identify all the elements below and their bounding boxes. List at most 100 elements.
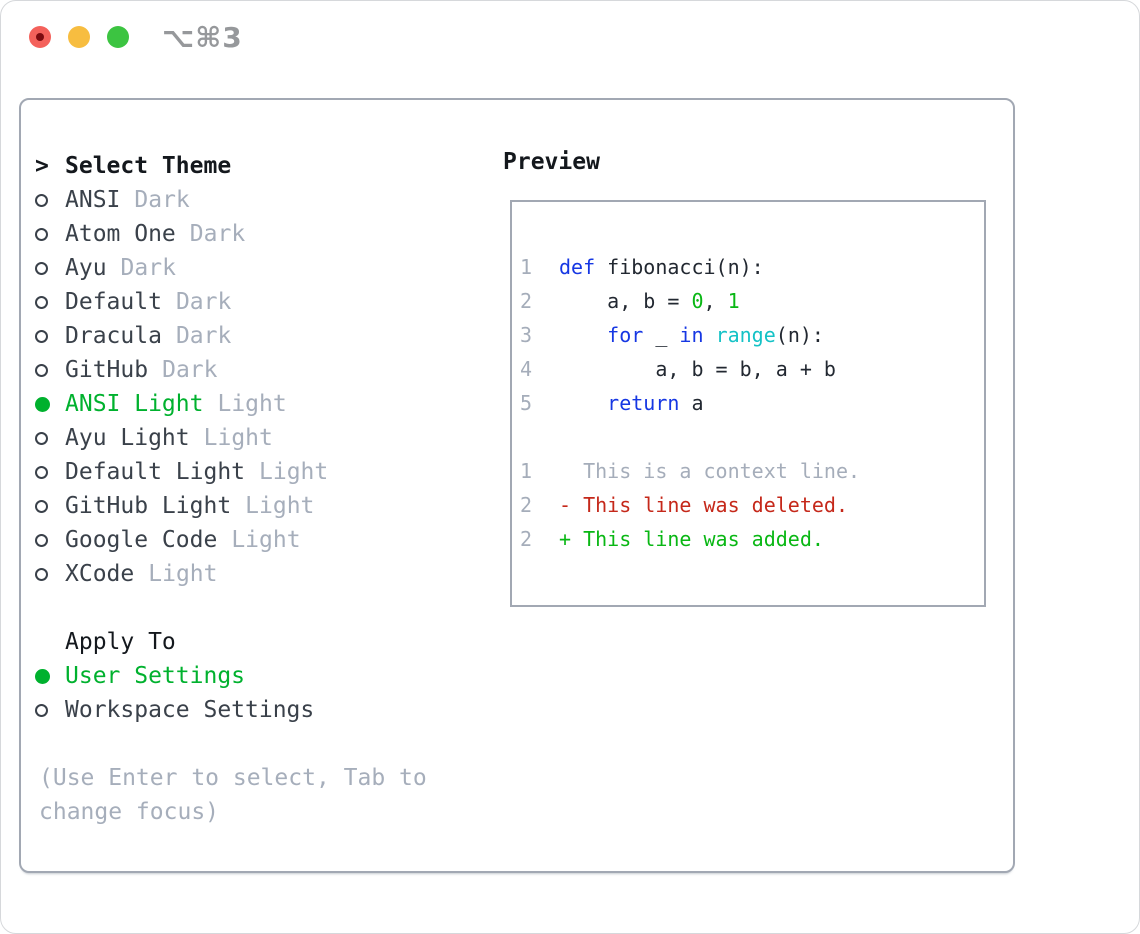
option-label: Dracula (65, 323, 162, 349)
code-segment: in (679, 323, 704, 347)
code-line: 4 a, b = b, a + b (512, 352, 984, 386)
theme-variant-badge: Light (148, 561, 218, 587)
code-segment: _ (643, 323, 680, 347)
code-segment (559, 323, 607, 347)
line-number: 2 (520, 527, 533, 551)
code-line: 2 a, b = 0, 1 (512, 284, 984, 318)
code-segment: for (607, 323, 644, 347)
radio-icon (35, 329, 48, 343)
line-number: 2 (520, 493, 533, 517)
option-label: User Settings (65, 663, 246, 689)
select-theme-header: > Select Theme (35, 149, 495, 183)
line-number: 1 (520, 459, 533, 483)
help-text-line: (Use Enter to select, Tab to (39, 765, 427, 791)
diff-line: 1 This is a context line. (512, 454, 984, 488)
radio-icon (35, 363, 48, 377)
code-segment: return (607, 391, 680, 415)
option-label: GitHub (65, 357, 149, 383)
spacer (35, 727, 495, 761)
line-number: 2 (520, 289, 533, 313)
code-segment: - This line was deleted. (559, 493, 848, 517)
keyboard-shortcut-label: ⌥⌘3 (162, 21, 243, 54)
code-line: 5 return a (512, 386, 984, 420)
apply-option-user-settings[interactable]: User Settings (35, 659, 495, 693)
theme-option-atom-one[interactable]: Atom One Dark (35, 217, 495, 251)
radio-icon (35, 261, 48, 275)
prompt-caret-icon: > (35, 153, 49, 179)
code-line: 1 def fibonacci(n): (512, 250, 984, 284)
option-label: Workspace Settings (65, 697, 315, 723)
theme-variant-badge: Dark (175, 323, 232, 349)
theme-variant-badge: Dark (162, 357, 218, 383)
theme-option-xcode[interactable]: XCode Light (35, 557, 495, 591)
radio-icon (35, 465, 48, 479)
apply-option-workspace-settings[interactable]: Workspace Settings (35, 693, 495, 727)
theme-variant-badge: Dark (189, 221, 246, 247)
radio-icon (35, 193, 48, 207)
code-segment: a (679, 391, 704, 415)
theme-variant-badge: Light (245, 493, 315, 519)
option-label: Default (65, 289, 162, 315)
radio-icon (35, 533, 48, 547)
option-label: Ayu (65, 255, 107, 281)
help-text-line: change focus) (39, 799, 220, 825)
theme-option-ansi-light[interactable]: ANSI Light Light (35, 387, 495, 421)
diff-line: 2+ This line was added. (512, 522, 984, 556)
theme-option-github[interactable]: GitHub Dark (35, 353, 495, 387)
theme-option-github-light[interactable]: GitHub Light Light (35, 489, 495, 523)
code-segment: a, b = (559, 289, 692, 313)
code-segment: (n): (775, 323, 824, 347)
code-segment (704, 323, 716, 347)
radio-icon (35, 431, 48, 445)
line-number: 4 (520, 357, 533, 381)
blank-line (512, 420, 984, 454)
code-segment: def (559, 255, 596, 279)
option-label: Google Code (65, 527, 218, 553)
apply-to-header: Apply To (35, 625, 495, 659)
code-segment: fibonacci(n): (595, 255, 764, 279)
help-text: (Use Enter to select, Tab to change focus… (35, 761, 495, 829)
radio-icon (35, 499, 48, 513)
line-number: 3 (520, 323, 533, 347)
option-label: Ayu Light (65, 425, 190, 451)
spacer (35, 591, 495, 625)
option-label: ANSI Light (65, 391, 204, 417)
radio-selected-icon (35, 396, 50, 412)
select-theme-title: Select Theme (65, 153, 232, 179)
preview-title: Preview (503, 149, 600, 175)
code-segment (559, 391, 607, 415)
traffic-lights (29, 26, 129, 48)
option-label: ANSI (65, 187, 121, 213)
theme-option-dracula[interactable]: Dracula Dark (35, 319, 495, 353)
code-line: 3 for _ in range(n): (512, 318, 984, 352)
option-label: GitHub Light (65, 493, 232, 519)
zoom-button[interactable] (107, 26, 129, 48)
minimize-button[interactable] (68, 26, 90, 48)
theme-variant-badge: Light (217, 391, 287, 417)
radio-icon (35, 567, 48, 581)
option-label: XCode (65, 561, 135, 587)
theme-variant-badge: Light (259, 459, 329, 485)
diff-line: 2 - This line was deleted. (512, 488, 984, 522)
radio-icon (35, 703, 48, 717)
radio-icon (35, 295, 48, 309)
close-button[interactable] (29, 26, 51, 48)
close-dot-icon (36, 33, 44, 41)
code-segment: , (703, 289, 728, 313)
option-label: Atom One (65, 221, 176, 247)
apply-to-title: Apply To (65, 629, 176, 655)
line-number: 1 (520, 255, 533, 279)
code-segment: a, b = b, a + b (559, 357, 836, 381)
